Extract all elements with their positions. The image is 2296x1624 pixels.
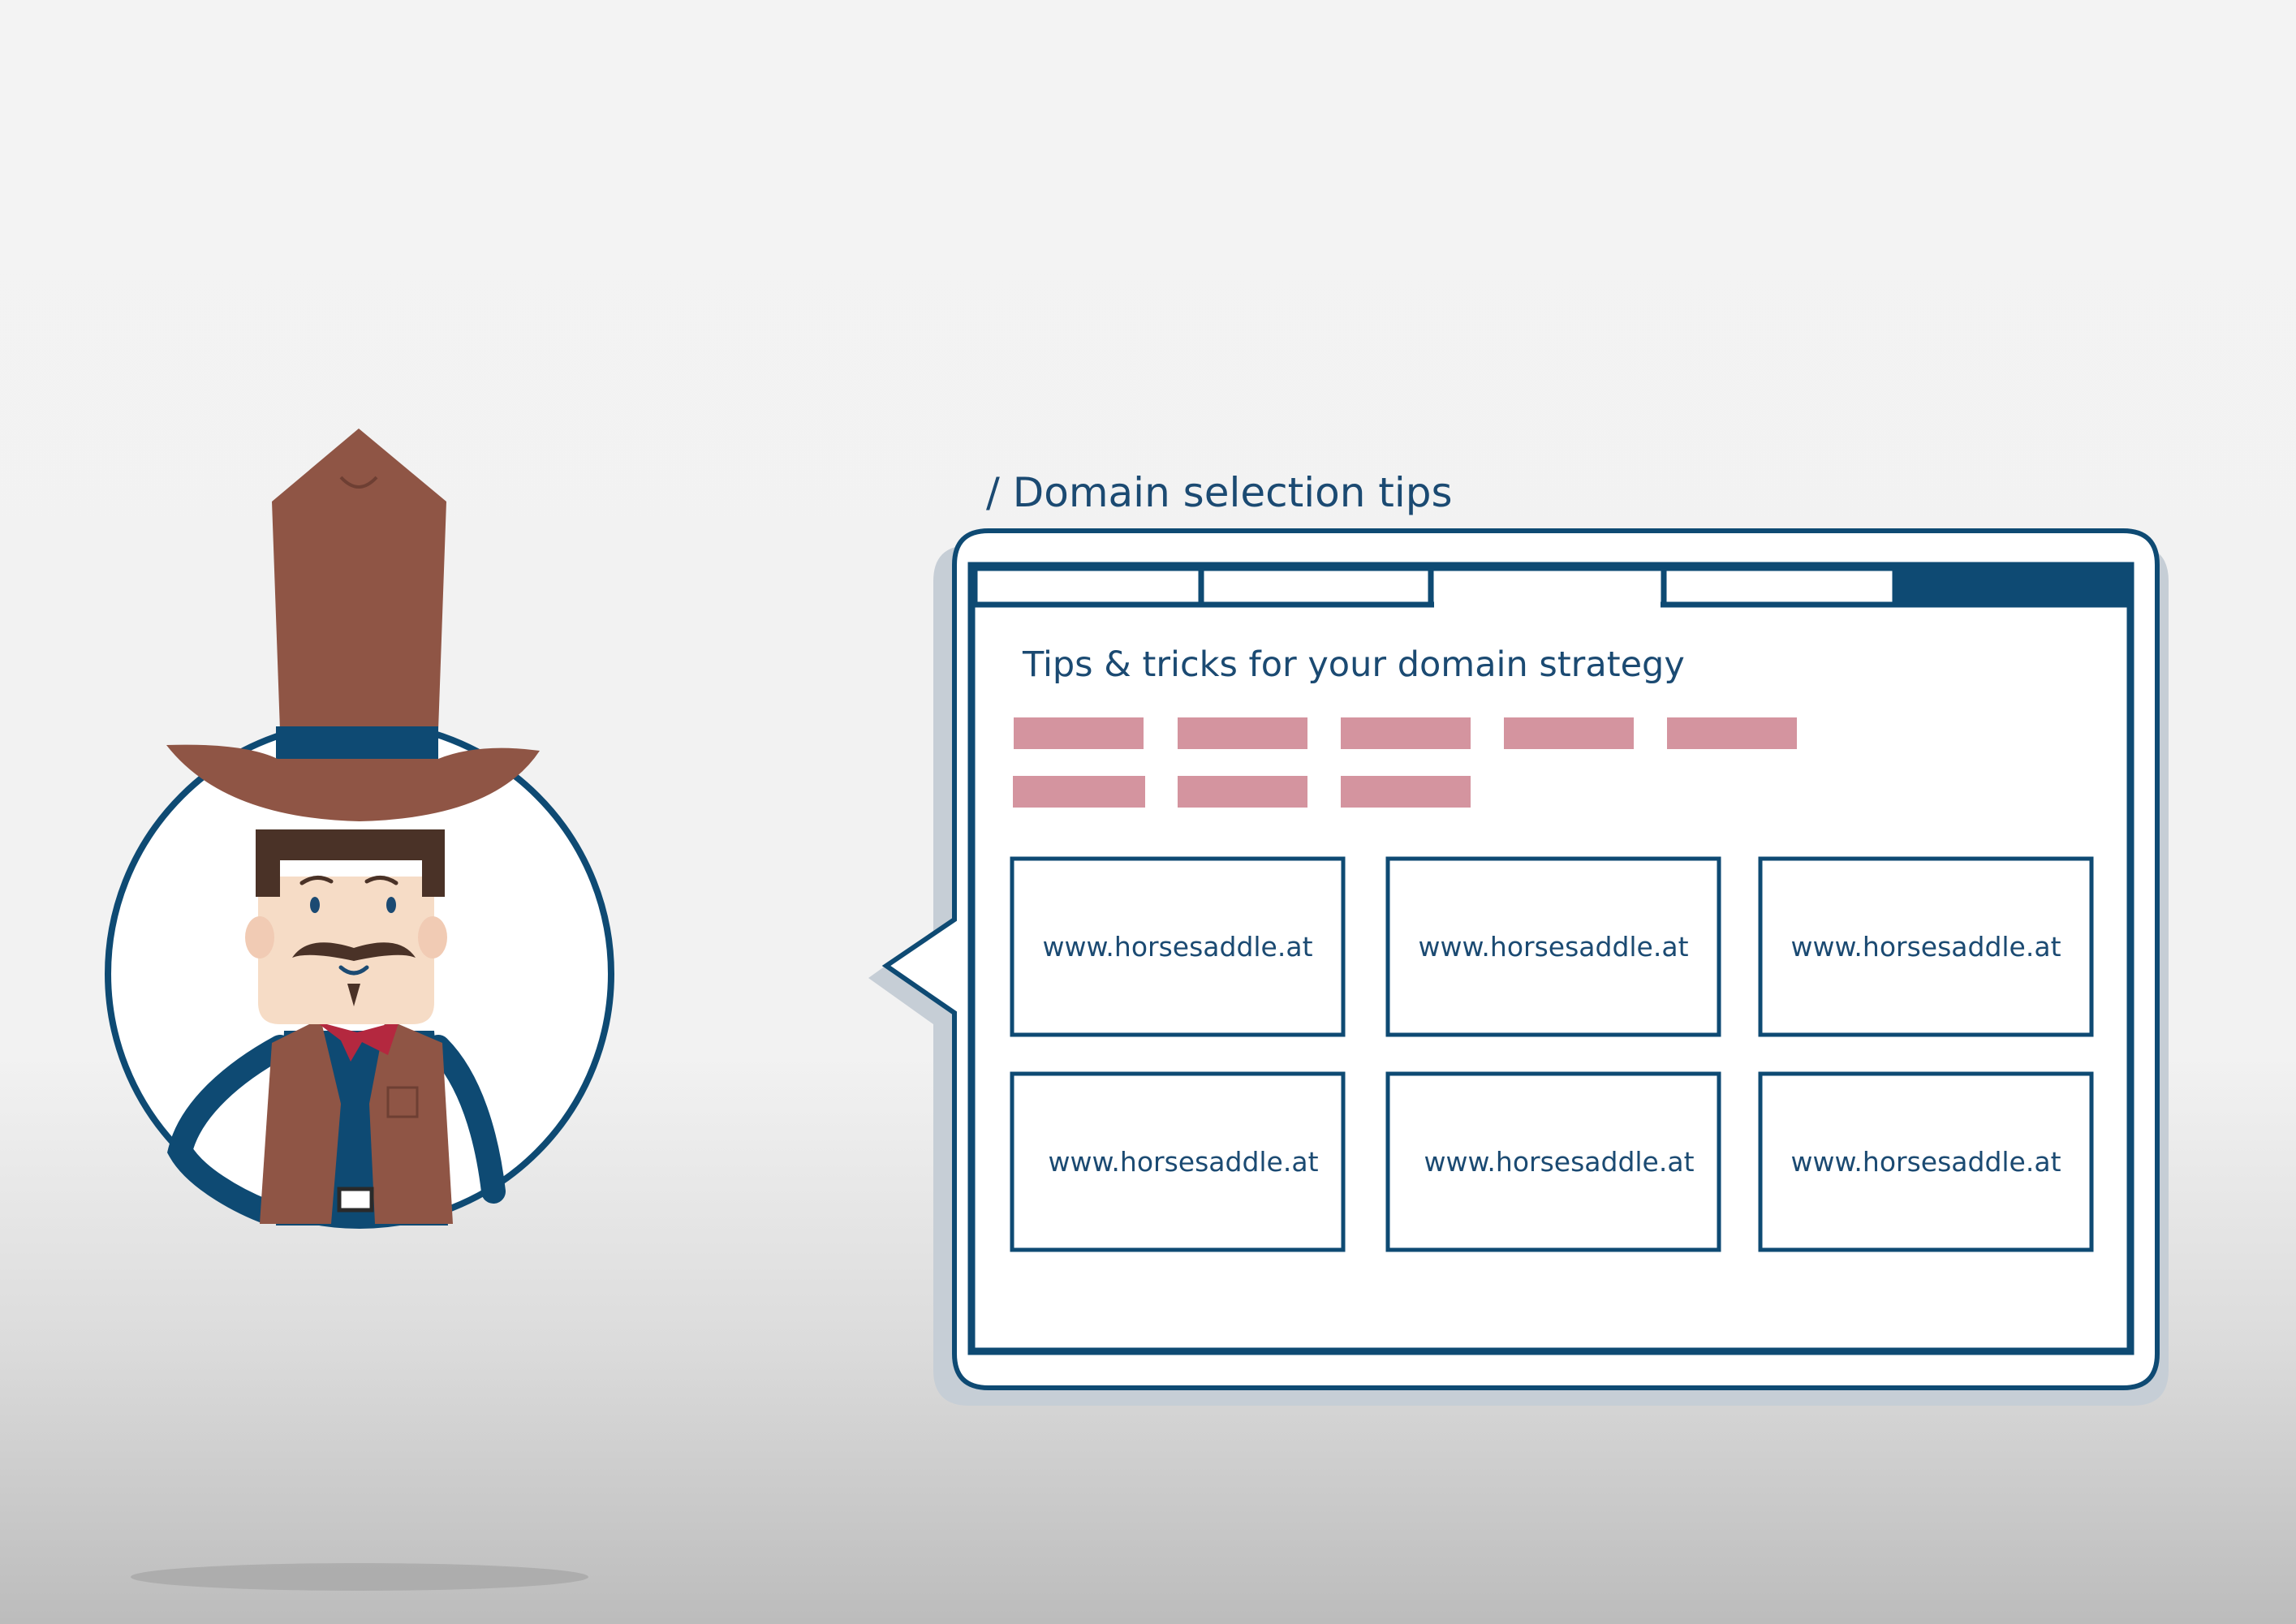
placeholder-text-lines bbox=[1013, 717, 1797, 808]
domain-card[interactable] bbox=[1758, 1071, 2094, 1252]
hat-brim bbox=[166, 744, 540, 821]
bandana bbox=[315, 1021, 399, 1062]
eyebrow-right bbox=[364, 876, 398, 885]
tab-content-join bbox=[1434, 601, 1661, 612]
goatee bbox=[347, 984, 360, 1006]
tab-bar bbox=[971, 565, 2130, 612]
vest-right bbox=[369, 1019, 453, 1224]
ear-right bbox=[418, 916, 447, 958]
tab-5-active[interactable] bbox=[1892, 565, 2130, 608]
placeholder-bar bbox=[1341, 776, 1471, 808]
domain-card[interactable] bbox=[1385, 856, 1721, 1037]
domain-name: www.horsesaddle.at bbox=[1790, 931, 2061, 963]
window-heading: Tips & tricks for your domain strategy bbox=[1023, 644, 1685, 685]
mouth bbox=[338, 965, 369, 976]
eye-left bbox=[310, 897, 320, 913]
belt-buckle bbox=[337, 1187, 374, 1213]
left-arm bbox=[167, 1035, 292, 1223]
eye-right bbox=[386, 897, 396, 913]
domain-name: www.horsesaddle.at bbox=[1424, 1146, 1695, 1178]
domain-card[interactable] bbox=[1385, 1071, 1721, 1252]
cowboy-figure bbox=[166, 429, 540, 1226]
right-arm bbox=[426, 1035, 506, 1204]
tab-3[interactable] bbox=[1428, 565, 1667, 608]
hat-band bbox=[276, 726, 438, 763]
vest-left bbox=[260, 1019, 341, 1224]
domain-card[interactable] bbox=[1758, 856, 2094, 1037]
placeholder-bar bbox=[1341, 717, 1471, 749]
tab-1[interactable] bbox=[971, 565, 1204, 608]
domain-name: www.horsesaddle.at bbox=[1042, 931, 1313, 963]
placeholder-bar bbox=[1178, 776, 1307, 808]
domain-name: www.horsesaddle.at bbox=[1418, 931, 1689, 963]
placeholder-bar bbox=[1504, 717, 1634, 749]
placeholder-bar bbox=[1178, 717, 1307, 749]
domain-name: www.horsesaddle.at bbox=[1790, 1146, 2061, 1178]
hat-crease bbox=[339, 476, 378, 489]
tab-2[interactable] bbox=[1198, 565, 1434, 608]
domain-card[interactable] bbox=[1010, 856, 1346, 1037]
placeholder-bar bbox=[1013, 776, 1145, 808]
placeholder-bar bbox=[1014, 717, 1144, 749]
section-caption: / Domain selection tips bbox=[986, 469, 1453, 516]
hair bbox=[256, 829, 445, 897]
hat-crown bbox=[272, 429, 446, 730]
domain-card-grid bbox=[1010, 856, 2094, 1252]
eyebrow-left bbox=[299, 876, 334, 885]
mustache bbox=[292, 942, 416, 961]
ear-left bbox=[245, 916, 274, 958]
tab-4[interactable] bbox=[1661, 565, 1898, 608]
ground-shadow bbox=[131, 1563, 588, 1591]
placeholder-bar bbox=[1667, 717, 1797, 749]
vest-pocket bbox=[386, 1086, 419, 1118]
domain-card[interactable] bbox=[1010, 1071, 1346, 1252]
domain-name: www.horsesaddle.at bbox=[1048, 1146, 1319, 1178]
